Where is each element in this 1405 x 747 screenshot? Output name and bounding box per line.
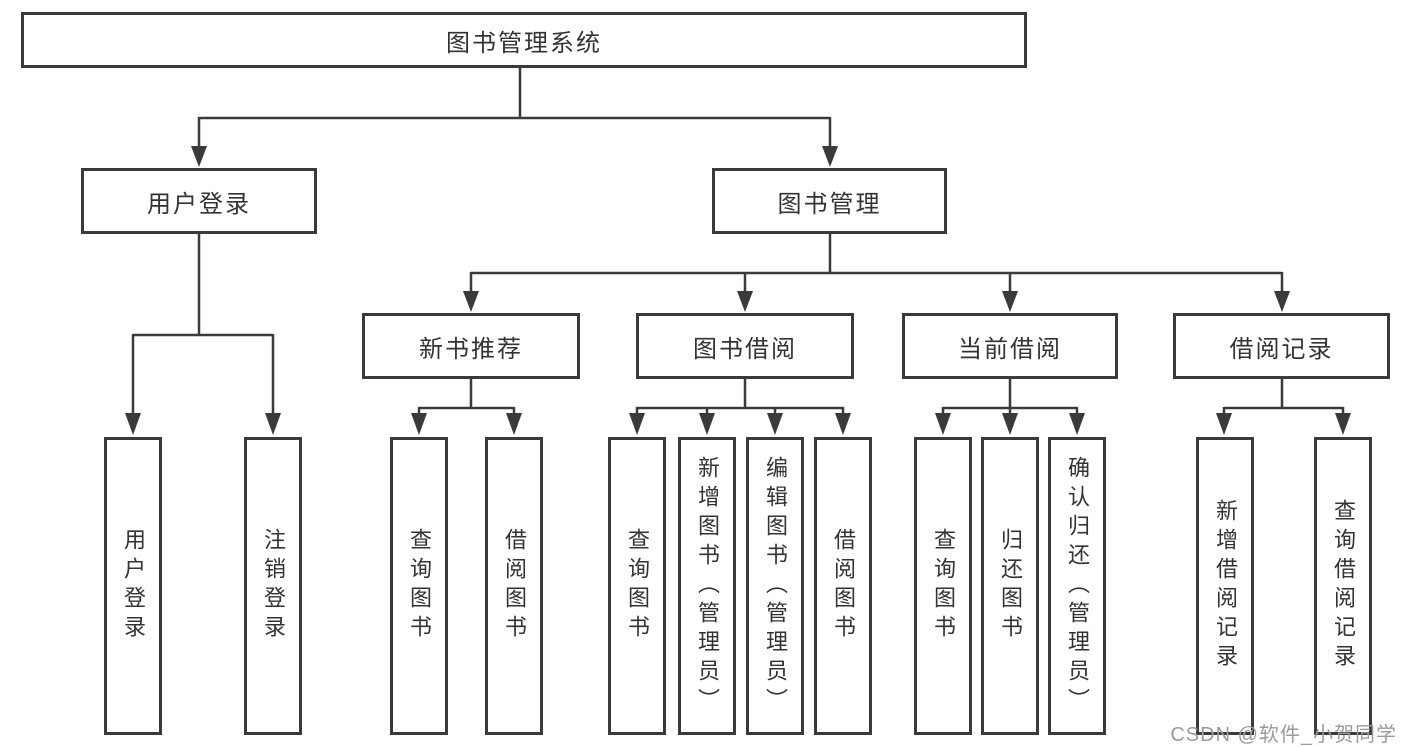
node-leaf-br-add-record: 新增借阅记录 [1196, 437, 1254, 735]
node-leaf-user-login: 用户登录 [104, 437, 162, 735]
edges-new-book-recommend-to-leaves [411, 379, 522, 435]
node-borrowing-records: 借阅记录 [1173, 313, 1390, 379]
node-leaf-bb-borrow-books: 借阅图书 [814, 437, 872, 735]
node-leaf-nbr-borrow-books: 借阅图书 [485, 437, 543, 735]
node-leaf-cb-query-books: 查询图书 [914, 437, 972, 735]
watermark-text: CSDN @软件_小贺同学 [1170, 724, 1397, 746]
node-leaf-br-query-record: 查询借阅记录 [1314, 437, 1372, 735]
edges-book-management-to-level3 [463, 233, 1290, 312]
node-root: 图书管理系统 [21, 12, 1027, 68]
edges-borrowing-records-to-leaves [1216, 379, 1351, 435]
edges-root-to-level2 [191, 68, 838, 167]
node-leaf-bb-add-books: 新增图书（管理员） [678, 437, 736, 735]
node-new-book-recommend: 新书推荐 [362, 313, 580, 379]
node-leaf-bb-edit-books: 编辑图书（管理员） [746, 437, 804, 735]
edges-current-borrowing-to-leaves [935, 379, 1085, 435]
node-leaf-logout: 注销登录 [244, 437, 302, 735]
node-leaf-cb-confirm-return: 确认归还（管理员） [1048, 437, 1106, 735]
node-book-management: 图书管理 [712, 168, 947, 234]
edges-user-login-to-leaves [125, 234, 281, 435]
edges-book-borrowing-to-leaves [629, 379, 851, 435]
node-current-borrowing: 当前借阅 [902, 313, 1118, 379]
node-user-login: 用户登录 [81, 168, 317, 234]
node-leaf-nbr-query-books: 查询图书 [390, 437, 448, 735]
node-leaf-bb-query-books: 查询图书 [608, 437, 666, 735]
node-leaf-cb-return-books: 归还图书 [981, 437, 1039, 735]
node-book-borrowing: 图书借阅 [636, 313, 854, 379]
